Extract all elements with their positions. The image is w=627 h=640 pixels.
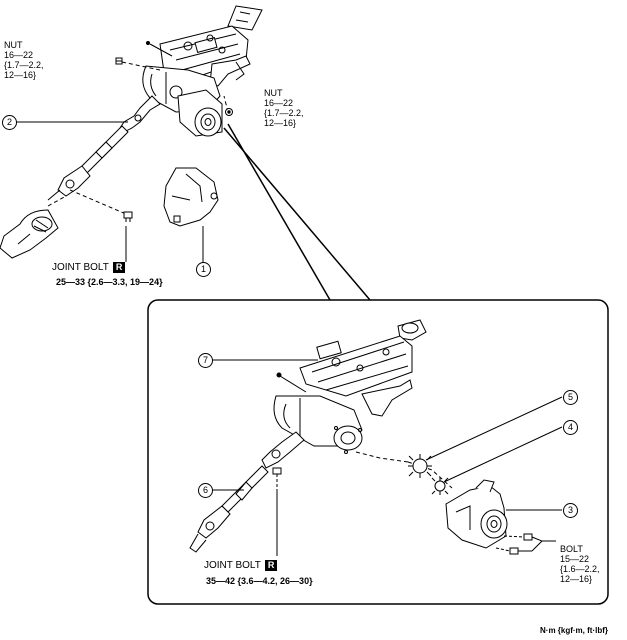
nut-label-right: NUT 16—22 {1.7—2.2, 12—16}: [264, 88, 304, 128]
joint-bolt-spec-lower: 35—42 {3.6—4.2, 26—30}: [206, 576, 313, 586]
motor-part: [445, 479, 508, 549]
nut-label-line: 16—22: [264, 98, 294, 108]
nut-label-line: 12—16}: [4, 70, 37, 80]
nut-right-part: [225, 108, 233, 116]
nut-label-line: NUT: [264, 88, 283, 98]
bolt-label-right: BOLT 15—22 {1.6—2.2, 12—16}: [560, 544, 600, 584]
gear-part-4: [431, 477, 449, 495]
joint-bolt-text: JOINT BOLT: [52, 262, 109, 274]
callout-7: 7: [198, 353, 213, 368]
nut-label-line: {1.7—2.2,: [264, 108, 304, 118]
nut-left-part: [115, 57, 123, 65]
bolt-label-line: 15—22: [560, 554, 590, 564]
units-note: N·m {kgf·m, ft·lbf}: [540, 626, 608, 635]
bolt-label-line: BOLT: [560, 544, 583, 554]
bolt-label-line: {1.6—2.2,: [560, 564, 600, 574]
replace-badge: R: [264, 560, 278, 571]
detail-column-assembly: [189, 319, 563, 556]
callout-4: 4: [563, 420, 578, 435]
joint-bolt-lower-part: [272, 467, 282, 490]
callout-5: 5: [563, 390, 578, 405]
column-cover-part: [163, 167, 219, 227]
callout-3: 3: [563, 503, 578, 518]
nut-label-line: NUT: [4, 40, 23, 50]
joint-bolt-spec-upper: 25—33 {2.6—3.3, 19—24}: [56, 277, 163, 287]
nut-label-line: 16—22: [4, 50, 34, 60]
replace-badge: R: [112, 262, 126, 273]
callout-6: 6: [198, 483, 213, 498]
steering-column-assembly-overview: [0, 5, 263, 264]
nut-label-line: {1.7—2.2,: [4, 60, 44, 70]
callout-1: 1: [196, 262, 211, 277]
nut-label-top-left: NUT 16—22 {1.7—2.2, 12—16}: [4, 40, 44, 80]
detail-frame: [147, 299, 609, 605]
nut-label-line: 12—16}: [264, 118, 297, 128]
gear-part-5: [408, 454, 432, 478]
joint-bolt-upper-part: [123, 211, 133, 222]
bolt-label-line: 12—16}: [560, 574, 593, 584]
joint-bolt-text: JOINT BOLT: [204, 560, 261, 572]
callout-2: 2: [2, 115, 17, 130]
